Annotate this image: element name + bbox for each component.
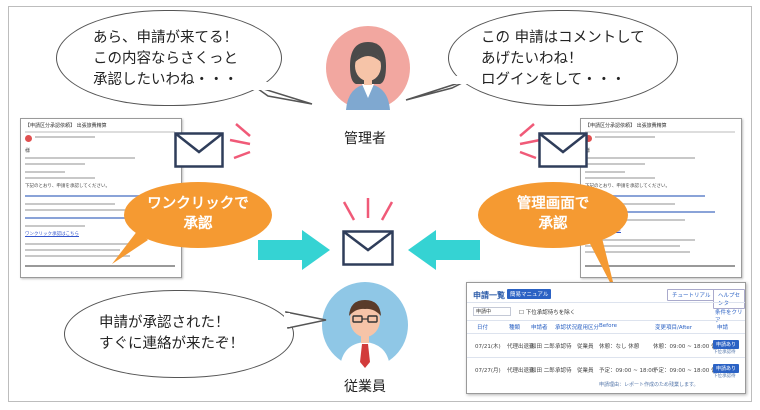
sparkle-lines-icon (342, 198, 394, 221)
bubble-line: ログインをして・・・ (481, 72, 626, 88)
bubble-line: 申請が承認された！ (99, 315, 230, 331)
employee-label: 従業員 (344, 379, 386, 395)
row-sub-status: 下位承認待 (713, 350, 736, 355)
employee-thought-bubble: 申請が承認された！ すぐに連絡が来たぞ！ (64, 290, 294, 378)
row-date: 07/27(月) (475, 368, 501, 374)
callout-line: 承認 (538, 216, 568, 232)
email-body-intro: 下記のとおり、申請を承認してください。 (585, 184, 671, 189)
envelope-icon (174, 132, 224, 168)
admin-screen-request-list: 申請一覧 簡易マニュアル チュートリアル ヘルプセンター 申請中 ☐ 下位承認待… (466, 282, 746, 394)
callout-line: 管理画面で (516, 196, 590, 212)
row-before: 休憩：なし 休憩 (599, 344, 640, 350)
bubble-line: あら、申請が来てる！ (93, 30, 238, 46)
tutorial-button[interactable]: チュートリアル (667, 289, 716, 301)
callout-line: ワンクリックで (147, 196, 249, 212)
row-employment: 従業員 (577, 368, 594, 374)
bubble-line: この内容ならさくっと (93, 51, 238, 67)
row-type: 代理出退勤 (507, 344, 535, 350)
left-arrow-icon (408, 230, 480, 270)
sparkle-lines-icon (519, 123, 541, 160)
request-action-button[interactable]: 申請あり (713, 364, 740, 373)
one-click-approval-callout: ワンクリックで 承認 (124, 182, 272, 248)
bubble-line: 承認したいわね・・・ (93, 72, 238, 88)
bubble-line: この 申請はコメントして (481, 30, 645, 46)
column-header[interactable]: 承認状況 (555, 325, 578, 331)
row-employment: 従業員 (577, 344, 594, 350)
bubble-line: すぐに連絡が来たぞ！ (99, 336, 244, 352)
email-body-intro: 下記のとおり、申請を承認してください。 (25, 184, 111, 189)
callout-tail (112, 230, 148, 264)
row-before: 予定：09:00 ~ 18:00 (599, 368, 656, 374)
employee-avatar-icon (322, 282, 408, 368)
email-subject: 【申請区分承認依頼】 出張旅費精算 (25, 123, 107, 129)
manual-button[interactable]: 簡易マニュアル (507, 289, 552, 299)
bubble-tail (405, 76, 470, 101)
request-reason-note: 申請理由：レポート作成のため残業します。 (599, 382, 699, 388)
column-header[interactable]: 種類 (509, 325, 521, 331)
manager-avatar-icon (326, 26, 410, 110)
column-header[interactable]: 日付 (477, 325, 489, 331)
row-sub-status: 下位承認待 (713, 374, 736, 379)
email-subject: 【申請区分承認依頼】 出張旅費精算 (585, 123, 667, 129)
column-header: 申請 (717, 325, 729, 331)
help-center-button[interactable]: ヘルプセンター (713, 289, 745, 309)
column-header: Before (599, 323, 617, 329)
bubble-line: あげたいわね！ (481, 51, 583, 67)
page-title: 申請一覧 (473, 291, 505, 300)
status-filter-select[interactable]: 申請中 (473, 307, 511, 316)
manager-thought-bubble-right: この 申請はコメントして あげたいわね！ ログインをして・・・ (448, 10, 678, 106)
column-header: 変更項目/After (655, 325, 693, 331)
row-applicant: 和田 二郎 (531, 368, 555, 374)
manager-thought-bubble-left: あら、申請が来てる！ この内容ならさくっと 承認したいわね・・・ (56, 10, 282, 106)
request-action-button[interactable]: 申請あり (713, 340, 740, 349)
email-approve-link[interactable]: ワンクリック承認はこちら (25, 232, 79, 237)
envelope-icon (342, 230, 394, 266)
row-status: 承認待 (555, 344, 572, 350)
bubble-tail (252, 82, 313, 105)
clear-conditions-link[interactable]: 条件をクリア (715, 310, 743, 324)
column-header[interactable]: 申請者 (531, 325, 548, 331)
row-after: 休憩：09:00 ~ 18:00 休憩 (653, 344, 723, 350)
callout-tail (586, 236, 616, 294)
row-status: 承認待 (555, 368, 572, 374)
row-applicant: 和田 二郎 (531, 344, 555, 350)
envelope-icon (538, 132, 588, 168)
callout-line: 承認 (183, 216, 213, 232)
right-arrow-icon (258, 230, 330, 270)
email-greeting: 様 (25, 148, 31, 154)
admin-screen-approval-callout: 管理画面で 承認 (478, 182, 628, 248)
exclude-pending-checkbox[interactable]: ☐ 下位承認待ちを除く (519, 310, 576, 316)
row-date: 07/21(木) (475, 344, 501, 350)
manager-label: 管理者 (344, 131, 386, 147)
checkbox-label: 下位承認待ちを除く (525, 310, 576, 316)
column-header[interactable]: 雇用区分 (577, 325, 600, 331)
bubble-tail (284, 311, 327, 329)
row-after: 予定：09:00 ~ 18:00 休憩 (653, 368, 723, 374)
row-type: 代理出退勤 (507, 368, 535, 374)
sparkle-lines-icon (229, 123, 251, 160)
